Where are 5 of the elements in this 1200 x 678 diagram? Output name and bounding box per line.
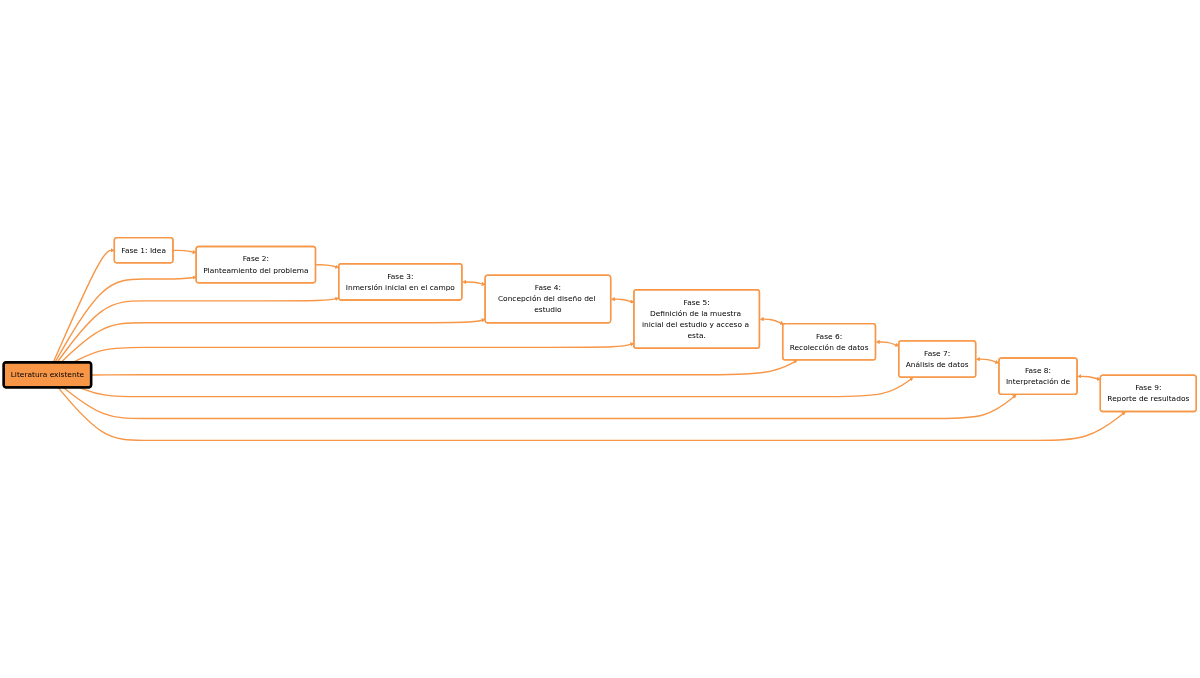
- arrow: [462, 279, 486, 286]
- arrow: [1077, 374, 1101, 381]
- arrow: [975, 357, 1000, 364]
- arrow: [759, 317, 785, 325]
- arrow: [172, 249, 197, 254]
